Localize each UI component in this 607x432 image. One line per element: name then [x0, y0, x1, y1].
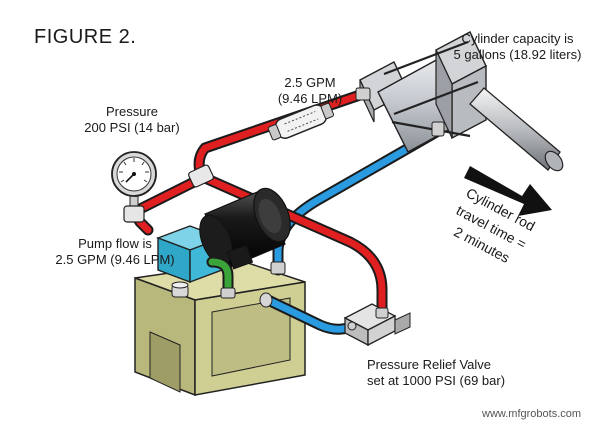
hydraulic-cylinder [355, 31, 564, 172]
flow-meter [267, 102, 335, 141]
tank-return-fitting [270, 261, 286, 275]
cylinder-capacity-label: Cylinder capacity is 5 gallons (18.92 li… [453, 31, 582, 62]
relief-valve-label: Pressure Relief Valve set at 1000 PSI (6… [367, 357, 506, 388]
figure-title: FIGURE 2. [34, 26, 137, 48]
watermark: www.mfgrobots.com [482, 408, 582, 420]
flow-meter-label: 2.5 GPM (9.46 LPM) [277, 75, 343, 106]
rod-direction-arrow [464, 166, 552, 216]
tee-fitting [188, 164, 214, 188]
pressure-gauge-label: Pressure 200 PSI (14 bar) [84, 104, 180, 135]
pump-flow-label: Pump flow is 2.5 GPM (9.46 LPM) [55, 236, 175, 267]
reservoir-tank [134, 261, 306, 397]
pressure-relief-valve [343, 303, 411, 347]
tank-suction-fitting [220, 287, 236, 299]
electric-motor [199, 187, 291, 270]
pressure-gauge [111, 151, 157, 223]
